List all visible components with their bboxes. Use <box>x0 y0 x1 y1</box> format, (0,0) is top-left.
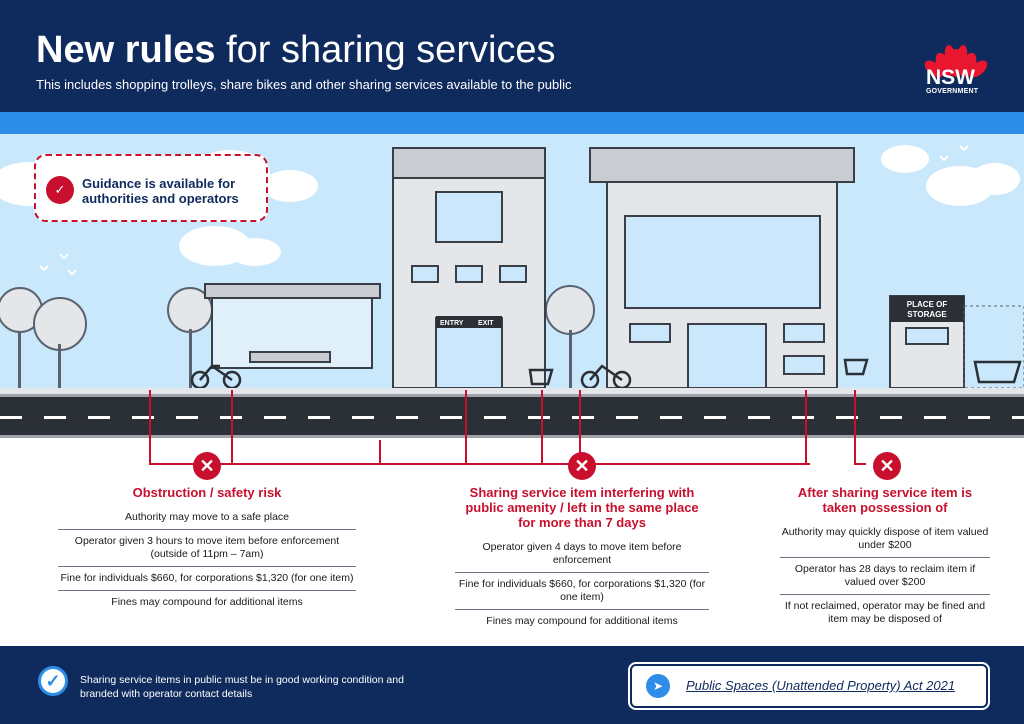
exit-sign: EXIT <box>478 320 494 327</box>
logo-wordmark: NSW <box>926 66 975 89</box>
column-item: Fines may compound for additional items <box>111 596 303 608</box>
column-item: Operator given 3 hours to move item befo… <box>58 530 356 567</box>
cursor-click-icon: ➤ <box>646 674 670 698</box>
x-marker-1: ✕ <box>193 452 221 480</box>
header-banner: New rules for sharing services This incl… <box>0 0 1024 112</box>
page-subtitle: This includes shopping trolleys, share b… <box>36 77 572 92</box>
trees-left <box>0 285 595 389</box>
act-link-box[interactable]: ➤ Public Spaces (Unattended Property) Ac… <box>630 664 988 708</box>
column-item: Operator has 28 days to reclaim item if … <box>780 558 990 595</box>
column-obstruction: Obstruction / safety risk Authority may … <box>58 485 356 614</box>
guidance-callout: ✓ Guidance is available for authorities … <box>34 154 268 222</box>
document-check-icon: ✓ <box>46 176 74 204</box>
column-heading: After sharing service item is taken poss… <box>797 485 973 515</box>
middle-building <box>392 147 546 389</box>
street-scene <box>0 134 1024 394</box>
column-amenity: Sharing service item interfering with pu… <box>455 485 709 633</box>
road-markings <box>0 416 1024 419</box>
column-item: Fines may compound for additional items <box>486 615 678 627</box>
column-item: Operator given 4 days to move item befor… <box>455 536 709 573</box>
storage-building <box>889 295 1024 389</box>
entry-sign: ENTRY <box>440 320 464 327</box>
column-item: Fine for individuals $660, for corporati… <box>455 573 709 610</box>
logo-subtext: GOVERNMENT <box>926 88 979 95</box>
column-item: Authority may quickly dispose of item va… <box>780 521 990 558</box>
checkmark-icon: ✓ <box>38 666 68 696</box>
column-item: Fine for individuals $660, for corporati… <box>58 567 356 591</box>
blue-band <box>0 112 1024 134</box>
act-link[interactable]: Public Spaces (Unattended Property) Act … <box>686 678 956 693</box>
column-heading: Obstruction / safety risk <box>132 485 282 500</box>
column-item: Authority may move to a safe place <box>58 506 356 530</box>
right-building <box>589 147 855 389</box>
x-marker-2: ✕ <box>568 452 596 480</box>
x-marker-3: ✕ <box>873 452 901 480</box>
bikes-and-trolleys <box>190 358 1022 390</box>
callout-text: Guidance is available for authorities an… <box>82 176 239 206</box>
street-illustration <box>0 145 1024 394</box>
column-possession: After sharing service item is taken poss… <box>780 485 990 631</box>
footer-note: Sharing service items in public must be … <box>80 674 404 700</box>
road <box>0 394 1024 438</box>
bus-shelter <box>204 283 381 369</box>
birds <box>39 145 969 276</box>
storage-sign: PLACE OF STORAGE <box>906 300 948 319</box>
column-heading: Sharing service item interfering with pu… <box>465 485 699 530</box>
title-bold: New rules <box>36 29 216 71</box>
page-title: New rules for sharing services <box>36 28 556 72</box>
footer-banner: ✓ Sharing service items in public must b… <box>0 646 1024 724</box>
waratah-logo-icon <box>924 45 988 78</box>
column-item: If not reclaimed, operator may be fined … <box>784 600 986 625</box>
title-rest: for sharing services <box>215 29 556 71</box>
